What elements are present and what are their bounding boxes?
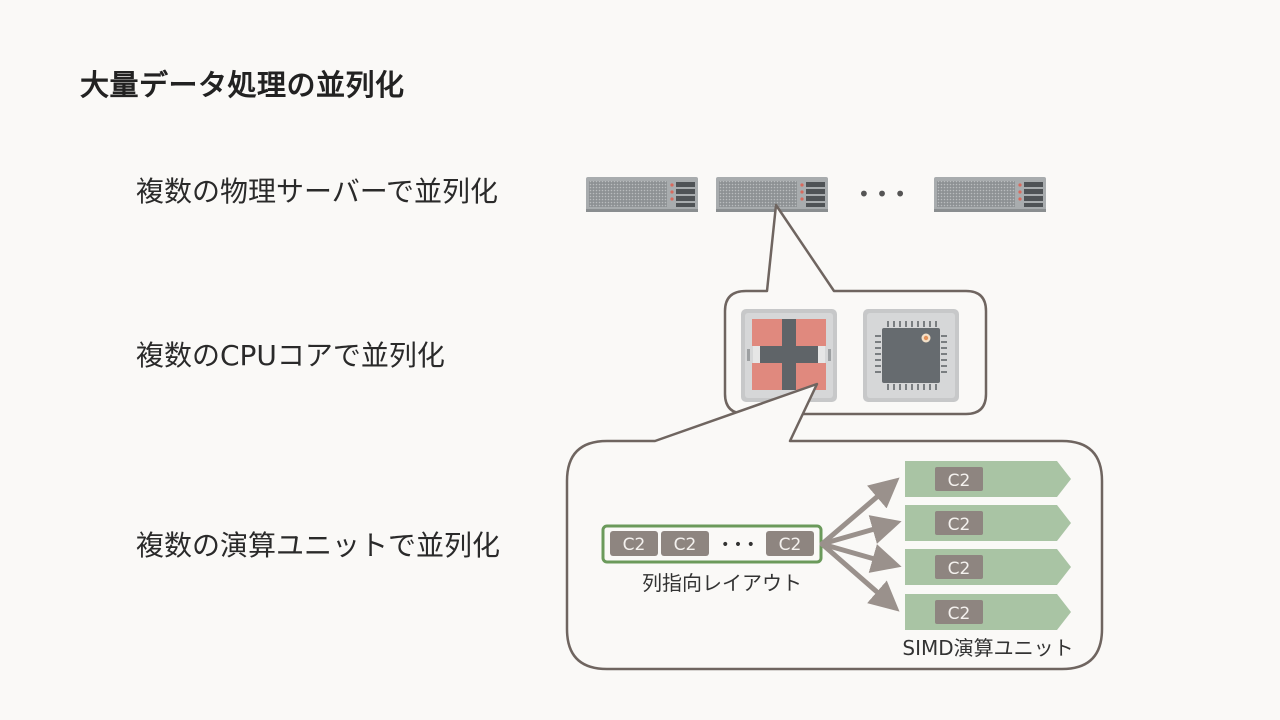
fanout-arrows <box>819 477 902 612</box>
slide-title: 大量データ処理の並列化 <box>80 68 405 102</box>
simd-unit-3-label: C2 <box>948 559 971 579</box>
servers-ellipsis: • • • <box>858 182 906 206</box>
row-label-servers: 複数の物理サーバーで並列化 <box>136 175 499 208</box>
register-cell-1 <box>610 531 658 556</box>
server-icon-2 <box>716 177 828 212</box>
register-cell-2-label: C2 <box>674 535 697 555</box>
register-cell-3-label: C2 <box>779 535 802 555</box>
arrow-to-unit-4 <box>819 541 900 612</box>
simd-unit-4: C2 <box>905 594 1071 630</box>
simd-unit-1-label: C2 <box>948 471 971 491</box>
cpu-chip-icon-multicore <box>741 309 837 402</box>
row-label-simd-units: 複数の演算ユニットで並列化 <box>136 529 501 562</box>
arrow-to-unit-3 <box>819 541 902 573</box>
row-label-cpu-cores: 複数のCPUコアで並列化 <box>136 339 445 372</box>
simd-units-caption: SIMD演算ユニット <box>902 636 1073 660</box>
simd-unit-2-label: C2 <box>948 515 971 535</box>
simd-unit-4-label: C2 <box>948 604 971 624</box>
simd-unit-3: C2 <box>905 549 1071 585</box>
server-icon-1 <box>586 177 698 212</box>
simd-unit-2: C2 <box>905 505 1071 541</box>
register-cell-3 <box>766 531 814 556</box>
cpu-chip-icon <box>863 309 959 402</box>
register-cell-2 <box>661 531 709 556</box>
arrow-to-unit-2 <box>819 515 902 547</box>
simd-unit-1: C2 <box>905 461 1071 497</box>
server-icon-3 <box>934 177 1046 212</box>
arrow-to-unit-1 <box>819 477 900 547</box>
register-caption: 列指向レイアウト <box>642 571 802 595</box>
register-cell-1-label: C2 <box>623 535 646 555</box>
register-ellipsis: • • • <box>721 537 755 553</box>
